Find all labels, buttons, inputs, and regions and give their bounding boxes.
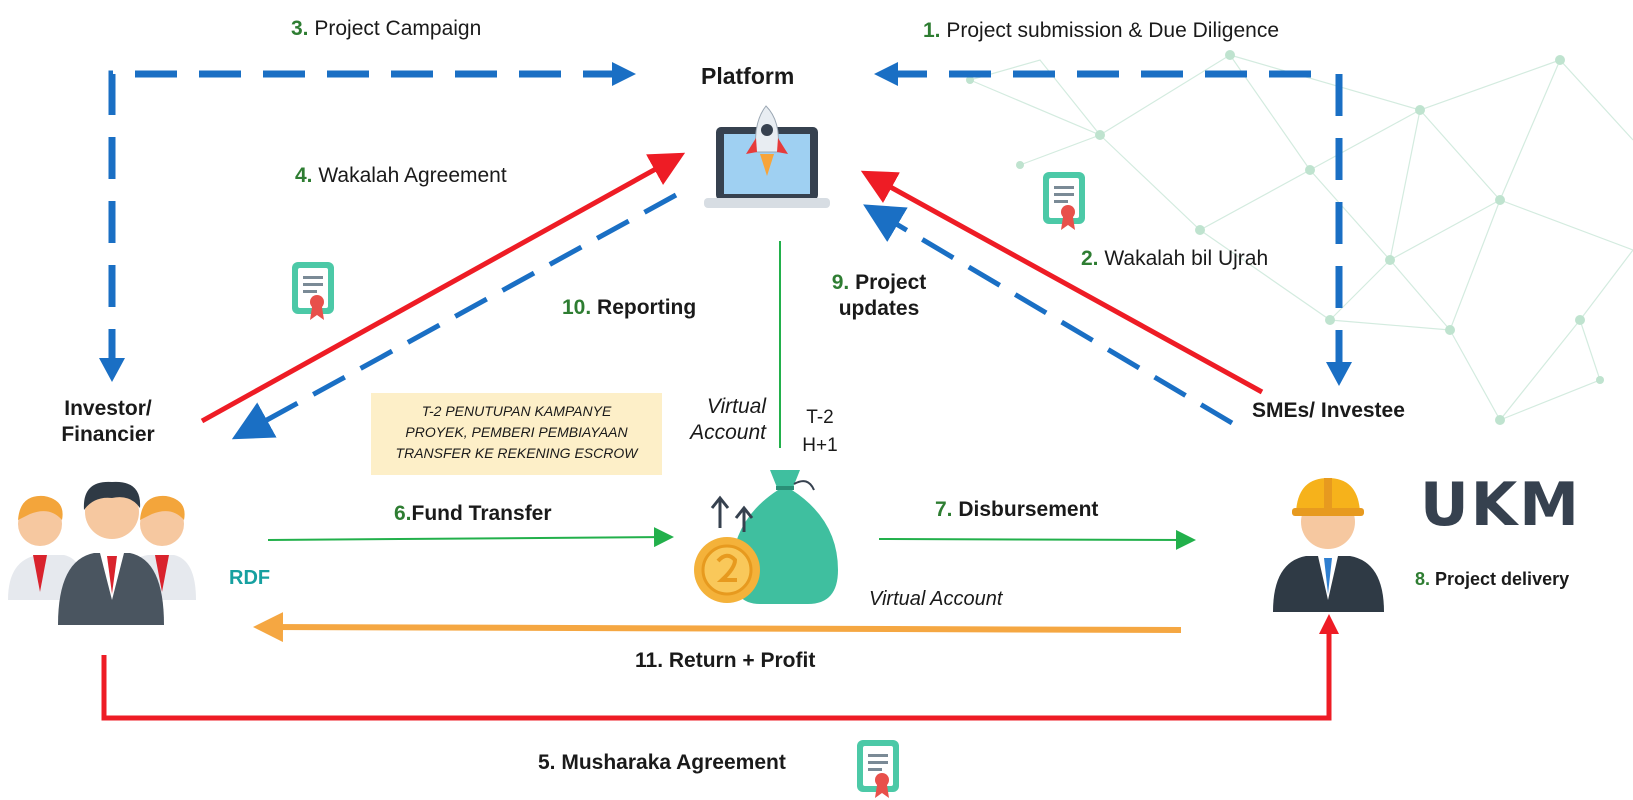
step-9-label: 9. Project updates (824, 270, 934, 323)
arrow-musharaka-agreement (101, 632, 1332, 721)
step-11-label: 11. Return + Profit (635, 648, 815, 674)
smes-label: SMEs/ Investee (1252, 399, 1405, 422)
step-3-label: 3. Project Campaign (291, 16, 481, 42)
step-4-text: Wakalah Agreement (318, 164, 507, 187)
arrow-wakalah-agreement (200, 152, 686, 424)
arrow-project-campaign (108, 70, 625, 371)
escrow-note-line-1: T-2 PENUTUPAN KAMPANYE (421, 403, 612, 419)
step-7-text: Disbursement (958, 498, 1099, 521)
step-9-text-line-1: Project (855, 271, 927, 294)
step-5-text: Musharaka Agreement (561, 751, 786, 774)
step-3-number: 3. (291, 17, 309, 40)
step-7-number: 7. (935, 498, 953, 521)
investor-label-line-2: Financier (61, 423, 155, 447)
arrowhead-submission-smes (1326, 362, 1352, 386)
step-10-label: 10. Reporting (562, 295, 696, 321)
step-7-label: 7. Disbursement (935, 497, 1098, 523)
step-8-number: 8. (1415, 569, 1431, 589)
step-8-label: 8. Project delivery (1415, 568, 1569, 591)
step-11-text: Return + Profit (668, 649, 816, 672)
virtual-account-bottom-label: Virtual Account (869, 588, 1003, 610)
engineer-icon (1273, 478, 1384, 612)
step-1-number: 1. (923, 19, 941, 42)
step-4-number: 4. (295, 164, 313, 187)
arrow-reporting (231, 192, 678, 440)
step-6-number: 6. (394, 502, 412, 525)
network-mesh-nodes (966, 50, 1604, 425)
ukm-logo: UKM (1420, 470, 1581, 540)
virtual-account-label: Virtual Account (686, 394, 766, 447)
step-11-number: 11. (635, 649, 664, 672)
arrow-project-updates (863, 204, 1234, 426)
timing-label: T-2 H+1 (796, 404, 844, 460)
timing-line-2: H+1 (802, 435, 838, 456)
step-9-number: 9. (831, 271, 850, 294)
step-2-text: Wakalah bil Ujrah (1104, 247, 1269, 270)
laptop-rocket-icon (704, 105, 830, 208)
arrowhead-musharaka-smes (1319, 614, 1339, 634)
arrow-fund-transfer (267, 527, 674, 548)
step-6-label: 6.Fund Transfer (394, 501, 552, 527)
rdf-label: RDF (229, 567, 271, 589)
certificate-icon (857, 740, 899, 798)
step-6-text: Fund Transfer (411, 502, 552, 525)
escrow-note: T-2 PENUTUPAN KAMPANYE PROYEK, PEMBERI P… (371, 393, 662, 475)
arrow-return-profit (253, 612, 1182, 643)
platform-label: Platform (701, 63, 795, 89)
virtual-account-line-1: Virtual (706, 395, 766, 418)
investor-label: Investor/ Financier (48, 396, 168, 449)
certificate-icon (292, 262, 334, 320)
step-1-label: 1. Project submission & Due Diligence (923, 18, 1279, 44)
step-2-label: 2. Wakalah bil Ujrah (1081, 246, 1268, 272)
step-5-number: 5. (538, 751, 556, 774)
step-10-number: 10. (562, 296, 592, 319)
escrow-note-line-3: TRANSFER KE REKENING ESCROW (395, 445, 638, 461)
certificate-icon (1043, 172, 1085, 230)
step-8-text: Project delivery (1435, 569, 1570, 589)
step-4-label: 4. Wakalah Agreement (295, 163, 507, 189)
arrowhead-campaign-investor (99, 358, 125, 382)
step-1-text: Project submission & Due Diligence (946, 19, 1280, 42)
arrow-disbursement (878, 529, 1196, 550)
escrow-note-line-2: PROYEK, PEMBERI PEMBIAYAAN (405, 424, 628, 440)
arrow-wakalah-bil-ujrah (860, 170, 1264, 395)
coin-icon (694, 537, 760, 603)
arrowhead-submission-platform (874, 62, 898, 86)
network-mesh-background (969, 54, 1633, 422)
step-3-text: Project Campaign (314, 17, 482, 40)
virtual-account-line-2: Account (690, 421, 766, 445)
step-5-label: 5. Musharaka Agreement (538, 750, 786, 776)
step-9-text-line-2: updates (838, 297, 920, 321)
arrowhead-campaign-platform (612, 62, 636, 86)
step-10-text: Reporting (597, 296, 697, 319)
step-2-number: 2. (1081, 247, 1099, 270)
timing-line-1: T-2 (806, 407, 834, 428)
people-group-icon (8, 481, 196, 625)
investor-label-line-1: Investor/ (64, 397, 152, 420)
